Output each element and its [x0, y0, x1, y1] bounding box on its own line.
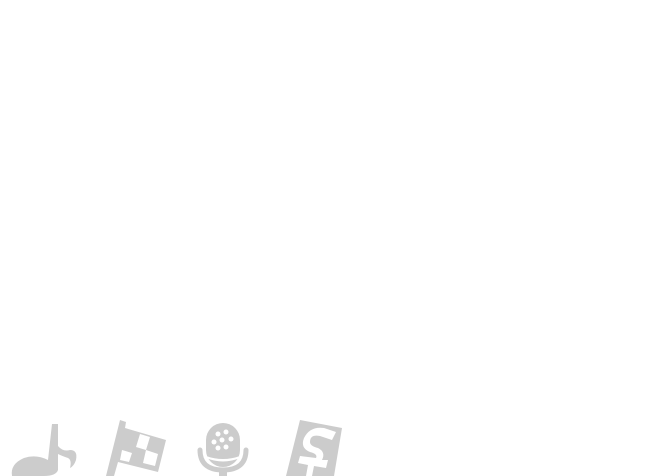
st-logo-icon[interactable] — [284, 420, 346, 476]
music-note-icon[interactable] — [8, 420, 78, 476]
checkered-flag-icon[interactable] — [104, 420, 168, 476]
microphone-icon[interactable] — [196, 420, 250, 476]
